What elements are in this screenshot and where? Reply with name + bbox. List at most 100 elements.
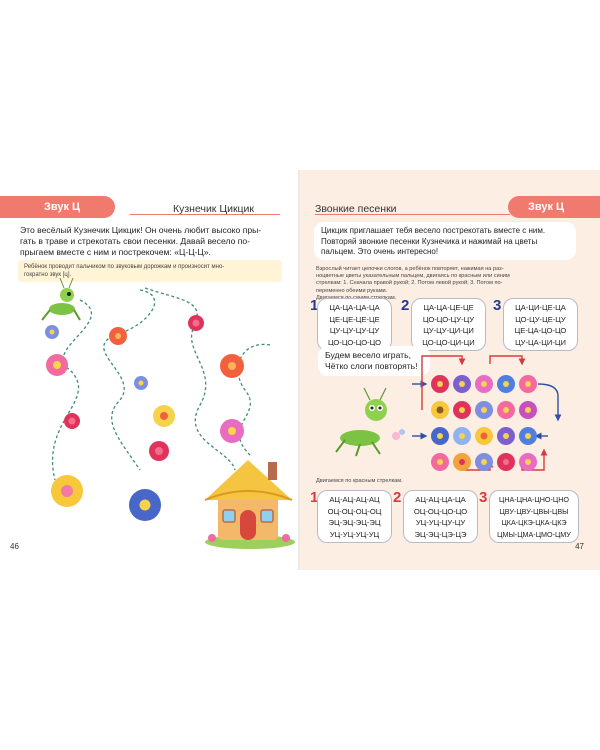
rose-icon[interactable] xyxy=(149,441,169,461)
syllable-box-blue-3: ЦА-ЦИ-ЦЕ-ЦА ЦО-ЦУ-ЦЕ-ЦУ ЦЕ-ЦА-ЦО-ЦО ЦУ-Ц… xyxy=(503,298,578,351)
rhyme-bubble: Будем весело играть, Чётко слоги повторя… xyxy=(318,346,430,376)
syllable-line: ОЦ-ОЦ-ОЦ-ОЦ xyxy=(327,506,382,516)
intro-line: Повторяй звонкие песенки Кузнечика и наж… xyxy=(321,236,538,246)
flower-icon[interactable] xyxy=(453,401,471,419)
flower-icon[interactable] xyxy=(497,375,515,393)
title-rule-left xyxy=(130,214,280,215)
group-number-blue-3: 3 xyxy=(493,297,502,314)
syllable-line: ОЦ-ОЦ-ЦО-ЦО xyxy=(413,506,468,516)
flower-icon[interactable] xyxy=(220,419,244,443)
group-number-blue-2: 2 xyxy=(401,297,410,314)
flower-icon[interactable] xyxy=(519,427,537,445)
sound-paths-illustration xyxy=(41,277,295,549)
syllable-box-blue-2: ЦА-ЦА-ЦЕ-ЦЕ ЦО-ЦО-ЦУ-ЦУ ЦУ-ЦУ-ЦИ-ЦИ ЦО-Ц… xyxy=(411,298,486,351)
instruction-line: ноцветные цветы указательным пальцем, дв… xyxy=(316,273,510,280)
flower-icon[interactable] xyxy=(453,453,471,471)
syllable-line: ЦО-ЦУ-ЦЕ-ЦУ xyxy=(515,314,566,324)
red-arrows-caption: Двигаемся по красным стрелкам. xyxy=(316,478,403,484)
syllable-box-blue-1: ЦА-ЦА-ЦА-ЦА ЦЕ-ЦЕ-ЦЕ-ЦЕ ЦУ-ЦУ-ЦУ-ЦУ ЦО-Ц… xyxy=(317,298,392,351)
flower-icon[interactable] xyxy=(475,375,493,393)
instruction-note-left: Ребёнок проводит пальчиком по звуковым д… xyxy=(18,260,282,282)
instruction-line: Взрослый читает цепочки слогов, а ребёно… xyxy=(316,266,504,272)
syllable-line: ЦНА-ЦНА-ЦНО-ЦНО xyxy=(499,495,569,504)
flower-icon[interactable] xyxy=(497,401,515,419)
flower-icon[interactable] xyxy=(129,489,161,521)
flower-icon[interactable] xyxy=(431,453,449,471)
flower-icon[interactable] xyxy=(51,475,83,507)
page-title-right: Звонкие песенки xyxy=(315,203,397,215)
flower-icon[interactable] xyxy=(109,327,127,345)
flower-icon[interactable] xyxy=(475,401,493,419)
syllable-line: ЦЕ-ЦЕ-ЦЕ-ЦЕ xyxy=(329,314,380,324)
syllable-line: ЦВУ-ЦВУ-ЦВЫ-ЦВЫ xyxy=(499,506,569,516)
grasshopper-icon xyxy=(335,387,405,457)
group-number-red-2: 2 xyxy=(393,489,402,506)
syllable-line: ЦО-ЦО-ЦУ-ЦУ xyxy=(422,314,475,324)
syllable-line: ЦЕ-ЦА-ЦО-ЦО xyxy=(514,326,567,335)
left-page: Звук Ц Кузнечик Цикцик Это весёлый Кузне… xyxy=(0,170,300,570)
rhyme-line: Чётко слоги повторять! xyxy=(325,361,418,371)
syllable-line: ЦО-ЦО-ЦО-ЦО xyxy=(327,337,381,347)
note-line: Ребёнок проводит пальчиком по звуковым д… xyxy=(24,264,225,270)
intro-line: Цикцик приглашает тебя весело пострекота… xyxy=(321,226,546,235)
flower-icon[interactable] xyxy=(453,427,471,445)
intro-line: пальцем. Это очень интересно! xyxy=(321,247,439,256)
intro-text-left: Это весёлый Кузнечик Цикцик! Он очень лю… xyxy=(20,225,290,258)
flower-icon[interactable] xyxy=(46,354,68,376)
syllable-line: АЦ-АЦ-ЦА-ЦА xyxy=(415,495,466,504)
syllable-line: ЦА-ЦИ-ЦЕ-ЦА xyxy=(515,303,566,312)
page-title-left: Кузнечик Цикцик xyxy=(173,203,255,215)
syllable-line: УЦ-УЦ-ЦУ-ЦУ xyxy=(415,518,466,527)
sound-tab-right: Звук Ц xyxy=(508,196,600,218)
syllable-line: УЦ-УЦ-УЦ-УЦ xyxy=(329,529,380,539)
instruction-line: переменно обеими руками. xyxy=(316,287,388,294)
flower-icon[interactable] xyxy=(431,401,449,419)
title-rule-right xyxy=(315,214,510,215)
syllable-line: ЦУ-ЦУ-ЦУ-ЦУ xyxy=(329,326,380,335)
page-number-left: 46 xyxy=(10,542,19,551)
grasshopper-icon xyxy=(41,277,81,321)
syllable-line: ЦМЫ-ЦМА-ЦМО-ЦМУ xyxy=(497,529,571,539)
syllable-line: ЦУ-ЦА-ЦИ-ЦИ xyxy=(515,337,566,347)
flower-icon[interactable] xyxy=(475,427,493,445)
syllable-box-red-3: ЦНА-ЦНА-ЦНО-ЦНО ЦВУ-ЦВУ-ЦВЫ-ЦВЫ ЦКА-ЦКЭ-… xyxy=(489,490,579,543)
group-number-blue-1: 1 xyxy=(310,297,319,314)
page-number-right: 47 xyxy=(575,542,584,551)
syllable-line: ЦА-ЦА-ЦА-ЦА xyxy=(329,303,380,312)
syllable-line: ЭЦ-ЭЦ-ЭЦ-ЭЦ xyxy=(328,518,381,527)
flower-icon[interactable] xyxy=(519,453,537,471)
flower-icon[interactable] xyxy=(153,405,175,427)
flower-icon[interactable] xyxy=(475,453,493,471)
flower-icon[interactable] xyxy=(45,325,59,339)
intro-bubble-right: Цикцик приглашает тебя весело пострекота… xyxy=(314,222,576,260)
group-number-red-1: 1 xyxy=(310,489,319,506)
syllable-line: ЦУ-ЦУ-ЦИ-ЦИ xyxy=(423,326,474,335)
syllable-line: ЦА-ЦА-ЦЕ-ЦЕ xyxy=(423,303,474,312)
intro-line: прыгаем вместе с ним и пострекочем: «Ц-Ц… xyxy=(20,247,211,257)
group-number-red-3: 3 xyxy=(479,489,488,506)
flower-icon[interactable] xyxy=(497,427,515,445)
flower-icon[interactable] xyxy=(431,375,449,393)
flower-icon[interactable] xyxy=(220,354,244,378)
note-line: гократно звук [ц]. xyxy=(24,272,72,278)
flower-icon[interactable] xyxy=(497,453,515,471)
syllable-line: ЦО-ЦО-ЦИ-ЦИ xyxy=(422,337,475,347)
flower-icon[interactable] xyxy=(134,376,148,390)
flower-icon[interactable] xyxy=(519,401,537,419)
syllable-line: ЭЦ-ЭЦ-ЦЭ-ЦЭ xyxy=(414,529,467,539)
flower-grid xyxy=(431,375,537,471)
rose-icon[interactable] xyxy=(188,315,204,331)
syllable-box-red-1: АЦ-АЦ-АЦ-АЦ ОЦ-ОЦ-ОЦ-ОЦ ЭЦ-ЭЦ-ЭЦ-ЭЦ УЦ-У… xyxy=(317,490,392,543)
sound-tab-left: Звук Ц xyxy=(0,196,115,218)
flower-icon[interactable] xyxy=(519,375,537,393)
instruction-line: стрелкам: 1. Сначала правой рукой; 2. По… xyxy=(316,280,503,287)
adult-instruction: Взрослый читает цепочки слогов, а ребёно… xyxy=(316,266,578,302)
flower-icon[interactable] xyxy=(431,427,449,445)
flower-icon[interactable] xyxy=(453,375,471,393)
flower-grid-illustration xyxy=(335,355,562,471)
syllable-line: ЦКА-ЦКЭ-ЦКА-ЦКЭ xyxy=(501,518,567,527)
rose-icon[interactable] xyxy=(64,413,80,429)
intro-line: Это весёлый Кузнечик Цикцик! Он очень лю… xyxy=(20,225,262,235)
intro-line: гать в траве и стрекотать свои песенки. … xyxy=(20,236,251,246)
rhyme-line: Будем весело играть, xyxy=(325,350,411,360)
